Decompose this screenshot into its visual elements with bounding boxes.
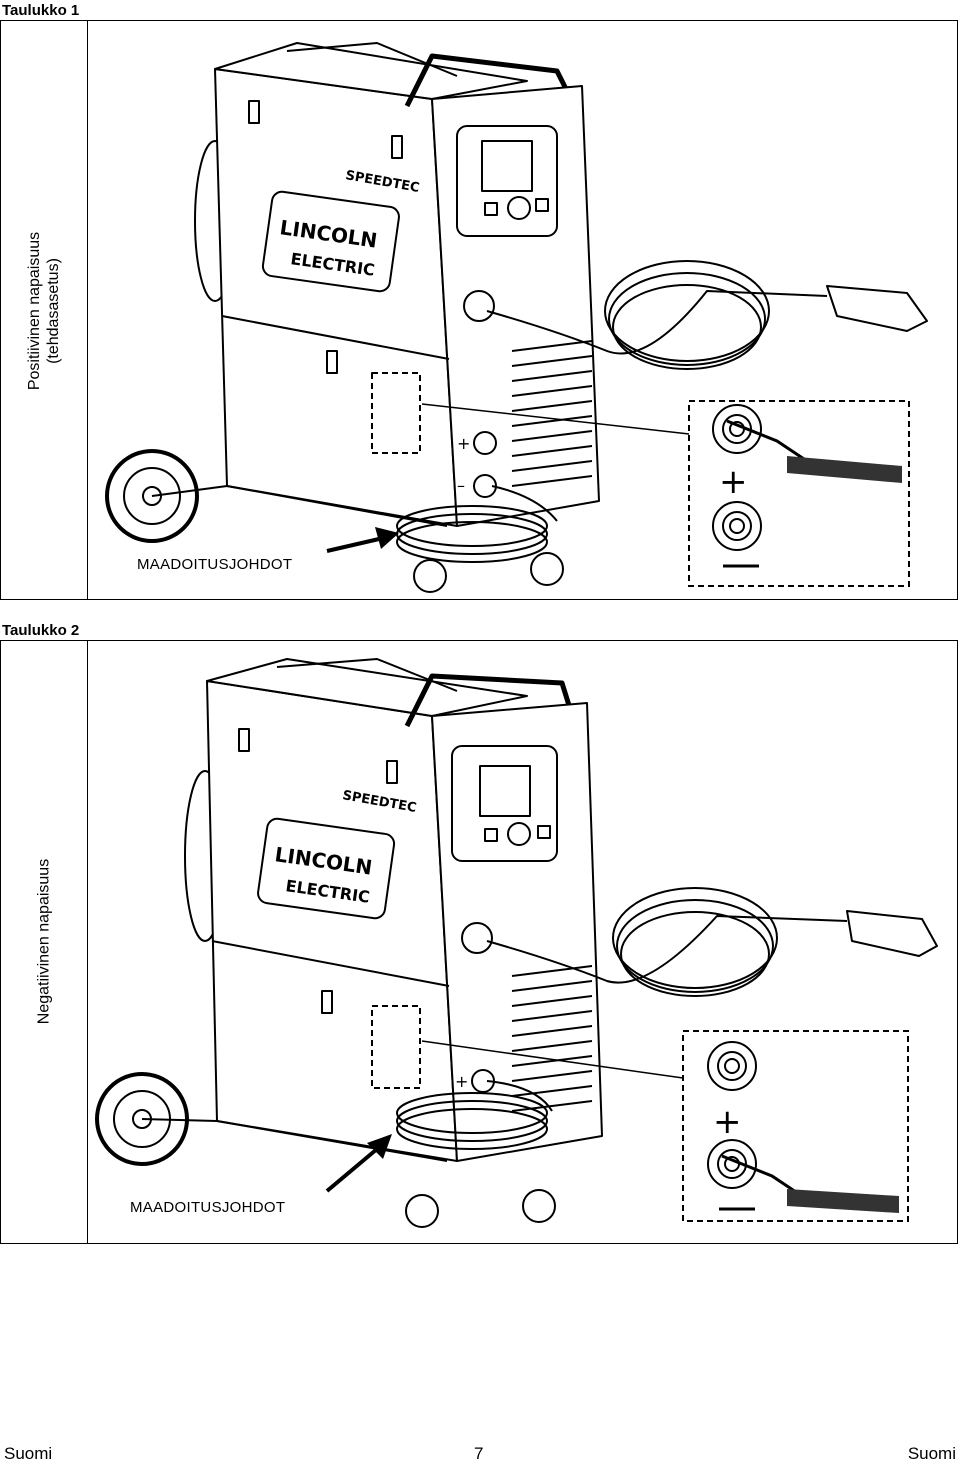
negative-terminal <box>712 501 762 551</box>
ground-cable-arrow <box>326 527 399 553</box>
display-screen <box>479 765 531 817</box>
welder-top-frame <box>206 658 528 717</box>
rear-wheel <box>95 1072 189 1166</box>
ground-cable-coil <box>396 1092 548 1134</box>
torch-cable-coil <box>612 887 778 989</box>
control-panel <box>451 745 558 862</box>
positive-terminal <box>707 1041 757 1091</box>
brand-logo-plate <box>257 817 396 920</box>
ground-cable-arrow <box>325 1134 392 1193</box>
control-panel <box>456 125 558 237</box>
torch-cable <box>486 915 848 984</box>
front-vents <box>511 340 593 487</box>
ground-cable-coil <box>396 505 548 547</box>
table-1-title: Taulukko 1 <box>2 2 80 19</box>
welding-torch <box>846 910 938 957</box>
table-1-ground-label: MAADOITUSJOHDOT <box>137 556 293 573</box>
rear-wheel <box>105 449 199 543</box>
welder-top-frame <box>214 42 528 100</box>
table-2-figure: SPEEDTEC LINCOLN ELECTRIC + + <box>87 641 957 1243</box>
welder-illustration-positive: SPEEDTEC LINCOLN ELECTRIC + – + <box>105 42 928 593</box>
footer-page-number: 7 <box>474 1444 484 1463</box>
front-caster-2 <box>522 1189 556 1223</box>
welder-side-panel <box>214 68 458 527</box>
torch-cable-coil <box>604 260 770 362</box>
front-vents <box>511 965 593 1112</box>
footer-language-left: Suomi <box>4 1444 53 1463</box>
negative-terminal <box>707 1139 757 1189</box>
front-caster <box>405 1194 439 1228</box>
terminal-detail-inset: + <box>688 400 910 587</box>
table-2-side-column: Negatiivinen napaisuus <box>1 641 88 1243</box>
torch-socket <box>461 922 493 954</box>
table-2-frame: Negatiivinen napaisuus <box>0 640 958 1244</box>
display-screen <box>481 140 533 192</box>
torch-socket <box>463 290 495 322</box>
positive-socket <box>473 431 497 455</box>
table-1-figure: SPEEDTEC LINCOLN ELECTRIC + – + <box>87 21 957 599</box>
front-caster <box>413 559 447 593</box>
plus-symbol: + <box>719 462 748 502</box>
table-2-polarity-label: Negatiivinen napaisuus <box>35 858 53 1025</box>
torch-cable <box>486 290 828 355</box>
plus-symbol: + <box>713 1102 742 1142</box>
minus-sign-small: – <box>457 476 465 495</box>
welder-illustration-negative: SPEEDTEC LINCOLN ELECTRIC + + <box>95 658 938 1228</box>
table-1-side-column: Positiivinen napaisuus (tehdasasetus) <box>1 21 88 599</box>
table-2-ground-label: MAADOITUSJOHDOT <box>130 1199 286 1216</box>
table-1-frame: Positiivinen napaisuus (tehdasasetus) <box>0 20 958 600</box>
table-2-title: Taulukko 2 <box>2 622 80 639</box>
polarity-label-line-2: (tehdasasetus) <box>45 258 62 364</box>
table-1-polarity-label: Positiivinen napaisuus (tehdasasetus) <box>25 131 63 491</box>
control-knob <box>507 822 531 846</box>
control-knob <box>507 196 531 220</box>
brand-logo-plate <box>261 190 400 293</box>
positive-terminal <box>712 404 762 454</box>
plus-sign-small: + <box>455 1072 468 1091</box>
leader-line <box>421 1040 684 1079</box>
plus-sign-small: + <box>457 434 470 453</box>
welding-torch <box>826 285 928 332</box>
polarity-label-line-1: Positiivinen napaisuus <box>26 231 43 391</box>
terminal-detail-inset: + <box>682 1030 909 1222</box>
front-caster-2 <box>530 552 564 586</box>
leader-line <box>421 403 690 435</box>
footer-language-right: Suomi <box>907 1444 956 1463</box>
welder-front-panel <box>431 702 603 1162</box>
